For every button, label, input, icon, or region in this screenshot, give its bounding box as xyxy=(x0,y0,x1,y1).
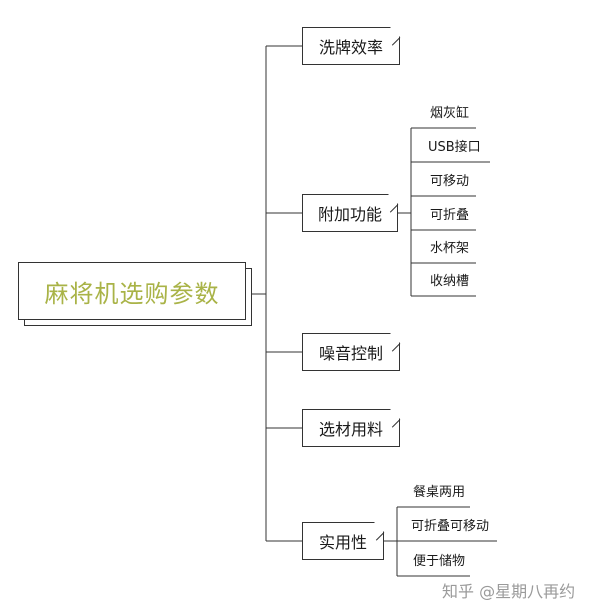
branch-node-shuffle-efficiency: 洗牌效率 xyxy=(302,27,401,65)
leaf-cup-holder: 水杯架 xyxy=(430,241,470,256)
leaf-easy-storage: 便于储物 xyxy=(413,554,466,569)
branch-label: 附加功能 xyxy=(317,205,382,224)
branch-node-practicality: 实用性 xyxy=(302,522,385,560)
folded-corner-icon xyxy=(390,333,400,343)
folded-corner-icon xyxy=(390,27,400,37)
leaf-storage-slot: 收纳槽 xyxy=(430,274,470,289)
branch-label: 实用性 xyxy=(318,533,367,552)
root-node-label: 麻将机选购参数 xyxy=(18,262,246,320)
branch-label: 选材用料 xyxy=(318,420,383,439)
leaf-ashtray: 烟灰缸 xyxy=(430,106,470,121)
leaf-foldable-movable: 可折叠可移动 xyxy=(411,519,490,534)
leaf-foldable: 可折叠 xyxy=(430,208,470,223)
branch-node-materials: 选材用料 xyxy=(302,409,401,447)
folded-corner-icon xyxy=(374,522,384,532)
branch-node-extra-features: 附加功能 xyxy=(302,194,399,232)
folded-corner-icon xyxy=(390,409,400,419)
folded-corner-icon xyxy=(388,194,398,204)
branch-label: 噪音控制 xyxy=(318,344,383,363)
leaf-movable: 可移动 xyxy=(430,174,470,189)
branch-label: 洗牌效率 xyxy=(318,38,383,57)
branch-node-noise-control: 噪音控制 xyxy=(302,333,401,371)
watermark-text: 知乎 @星期八再约 xyxy=(442,582,576,601)
root-node: 麻将机选购参数 xyxy=(18,262,258,328)
leaf-usb-port: USB接口 xyxy=(428,140,481,155)
leaf-dining-table-dual-use: 餐桌两用 xyxy=(413,485,466,500)
